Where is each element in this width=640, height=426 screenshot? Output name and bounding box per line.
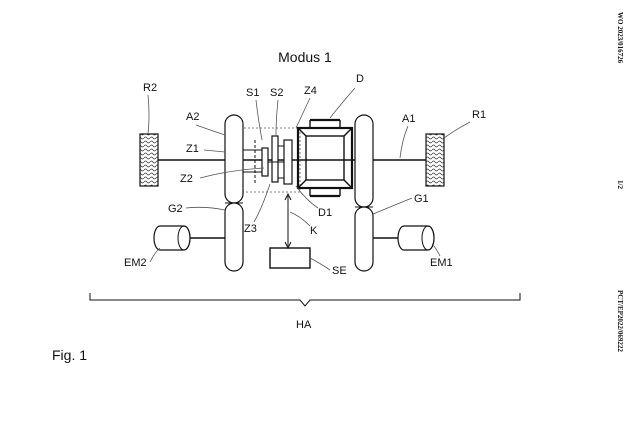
label-s1: S1 [246, 87, 259, 99]
shift-elements [243, 135, 293, 185]
wheel-r2 [139, 133, 159, 187]
label-se: SE [332, 265, 347, 277]
side-text-middle: 1/2 [616, 180, 624, 189]
motor-em1 [397, 225, 435, 251]
wheel-r1 [425, 133, 445, 187]
label-s2: S2 [270, 87, 283, 99]
motor-em2 [153, 225, 191, 251]
label-em2: EM2 [124, 257, 147, 269]
label-ha: HA [296, 319, 312, 331]
diagram-title: Modus 1 [278, 49, 332, 65]
label-g2: G2 [168, 203, 183, 215]
label-g1: G1 [414, 193, 429, 205]
label-z2: Z2 [180, 173, 193, 185]
gear-d1 [354, 114, 374, 208]
gear-z1 [224, 114, 244, 204]
control-unit-se [269, 247, 311, 269]
side-text-bottom: PCT/EP2022/069222 [616, 290, 624, 352]
label-d1: D1 [318, 207, 332, 219]
label-k: K [310, 225, 318, 237]
label-z1: Z1 [186, 143, 199, 155]
label-z3: Z3 [244, 223, 257, 235]
label-a2: A2 [186, 111, 199, 123]
label-em1: EM1 [430, 257, 453, 269]
figure-label: Fig. 1 [52, 347, 87, 363]
brace-ha [89, 293, 521, 307]
label-d: D [356, 73, 364, 85]
label-a1: A1 [402, 113, 415, 125]
label-z4: Z4 [304, 85, 317, 97]
gear-g2 [224, 202, 244, 272]
side-text-top: WO 2023/016726 [616, 12, 624, 64]
label-r1: R1 [472, 109, 486, 121]
differential-d [296, 118, 354, 198]
gear-g1 [354, 206, 374, 272]
label-r2: R2 [143, 82, 157, 94]
